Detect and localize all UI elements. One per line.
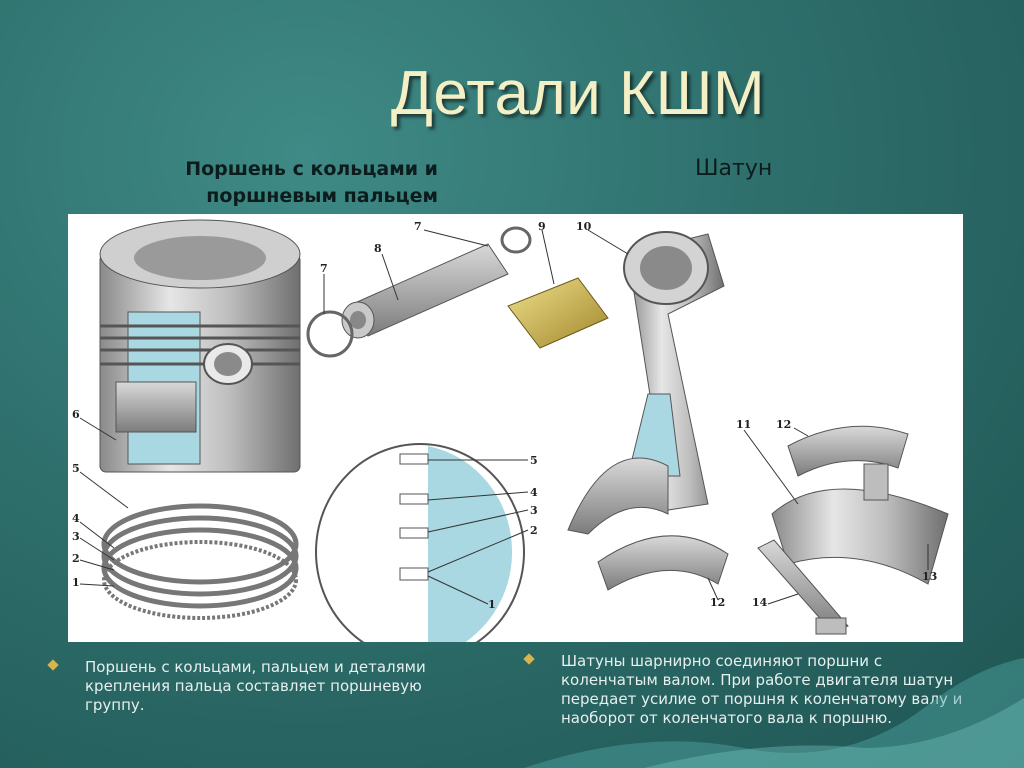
bullet-text: Поршень с кольцами, пальцем и деталями к… (85, 658, 426, 714)
callout-1-detail: 1 (488, 598, 496, 611)
callout-1-rings: 1 (72, 576, 80, 589)
piston-caption: Поршень с кольцами и поршневым пальцем (185, 158, 438, 207)
callout-7-left: 7 (320, 262, 328, 275)
parts-illustration: 7 8 9 10 7 6 5 4 3 2 1 5 4 3 2 1 11 12 1… (68, 214, 963, 642)
callout-2-rings: 2 (72, 552, 80, 565)
callout-12-top: 12 (776, 418, 791, 431)
callout-4-detail: 4 (530, 486, 538, 499)
callout-6: 6 (72, 408, 80, 421)
connecting-rod-caption: Шатун (695, 156, 773, 181)
callout-9: 9 (538, 220, 546, 233)
decorative-wave (524, 658, 1024, 768)
callout-4-rings: 4 (72, 512, 80, 525)
callout-3-detail: 3 (530, 504, 538, 517)
ring-groove-detail (315, 443, 525, 642)
callout-3-rings: 3 (72, 530, 80, 543)
piston-pin-drawing (306, 226, 609, 358)
bullet-marker (47, 659, 59, 671)
callout-5-detail: 5 (530, 454, 538, 467)
bullet-text: Шатуны шарнирно соединяют поршни с колен… (561, 652, 963, 727)
callout-13: 13 (922, 570, 937, 583)
slide-title: Детали КШМ (390, 59, 766, 128)
callout-7-top: 7 (414, 220, 422, 233)
bullet-connecting-rod: Шатуны шарнирно соединяют поршни с колен… (523, 652, 971, 728)
callout-11: 11 (736, 418, 751, 431)
callout-12-bottom: 12 (710, 596, 725, 609)
callout-10: 10 (576, 220, 592, 233)
callout-8: 8 (374, 242, 382, 255)
callout-14: 14 (752, 596, 768, 609)
callout-labels: 7 8 9 10 7 6 5 4 3 2 1 5 4 3 2 1 11 12 1… (72, 220, 937, 611)
bullet-piston-group: Поршень с кольцами, пальцем и деталями к… (47, 658, 475, 715)
connecting-rod-drawing (567, 231, 949, 635)
callout-2-detail: 2 (530, 524, 538, 537)
callout-5-rings: 5 (72, 462, 80, 475)
piston-drawing (99, 219, 301, 473)
piston-rings-drawing (101, 503, 299, 620)
